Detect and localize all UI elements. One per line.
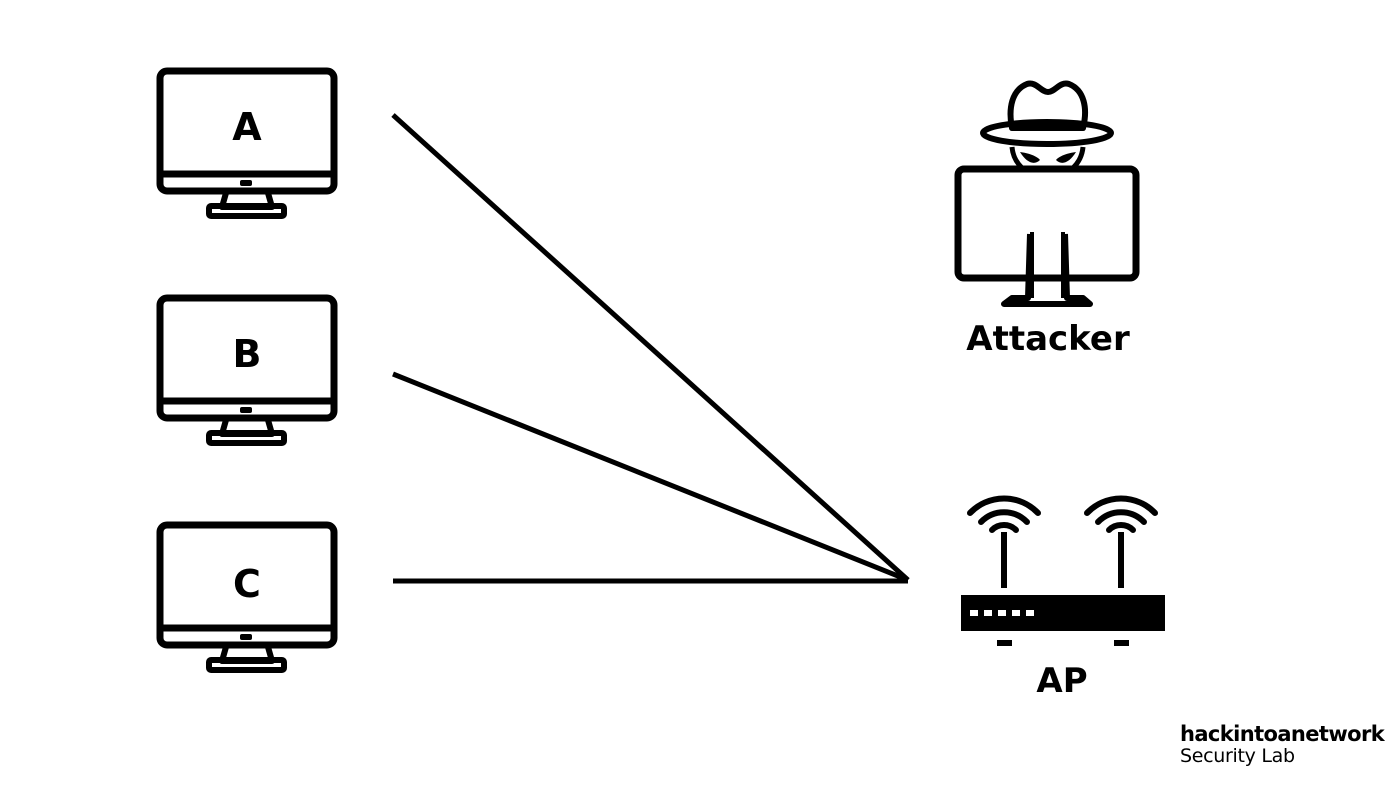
hacker-icon — [954, 80, 1140, 307]
ap-label: AP — [1036, 661, 1087, 701]
connection-lines — [391, 113, 910, 584]
link-b-to-ap — [392, 371, 909, 583]
host-c-label: C — [233, 562, 261, 606]
attacker-label: Attacker — [966, 319, 1130, 359]
host-a: A — [160, 71, 334, 216]
attacker-node: Attacker — [954, 80, 1140, 359]
link-a-to-ap — [391, 113, 910, 582]
host-b-label: B — [233, 332, 262, 376]
host-a-label: A — [232, 105, 262, 149]
host-b: B — [160, 298, 334, 443]
brand-subtitle: Security Lab — [1180, 745, 1295, 767]
brand-name: hackintoanetwork — [1180, 722, 1385, 746]
ap-node: AP — [961, 495, 1165, 701]
host-c: C — [160, 525, 334, 670]
router-icon — [961, 495, 1165, 646]
brand-watermark: hackintoanetwork Security Lab — [1180, 722, 1385, 767]
